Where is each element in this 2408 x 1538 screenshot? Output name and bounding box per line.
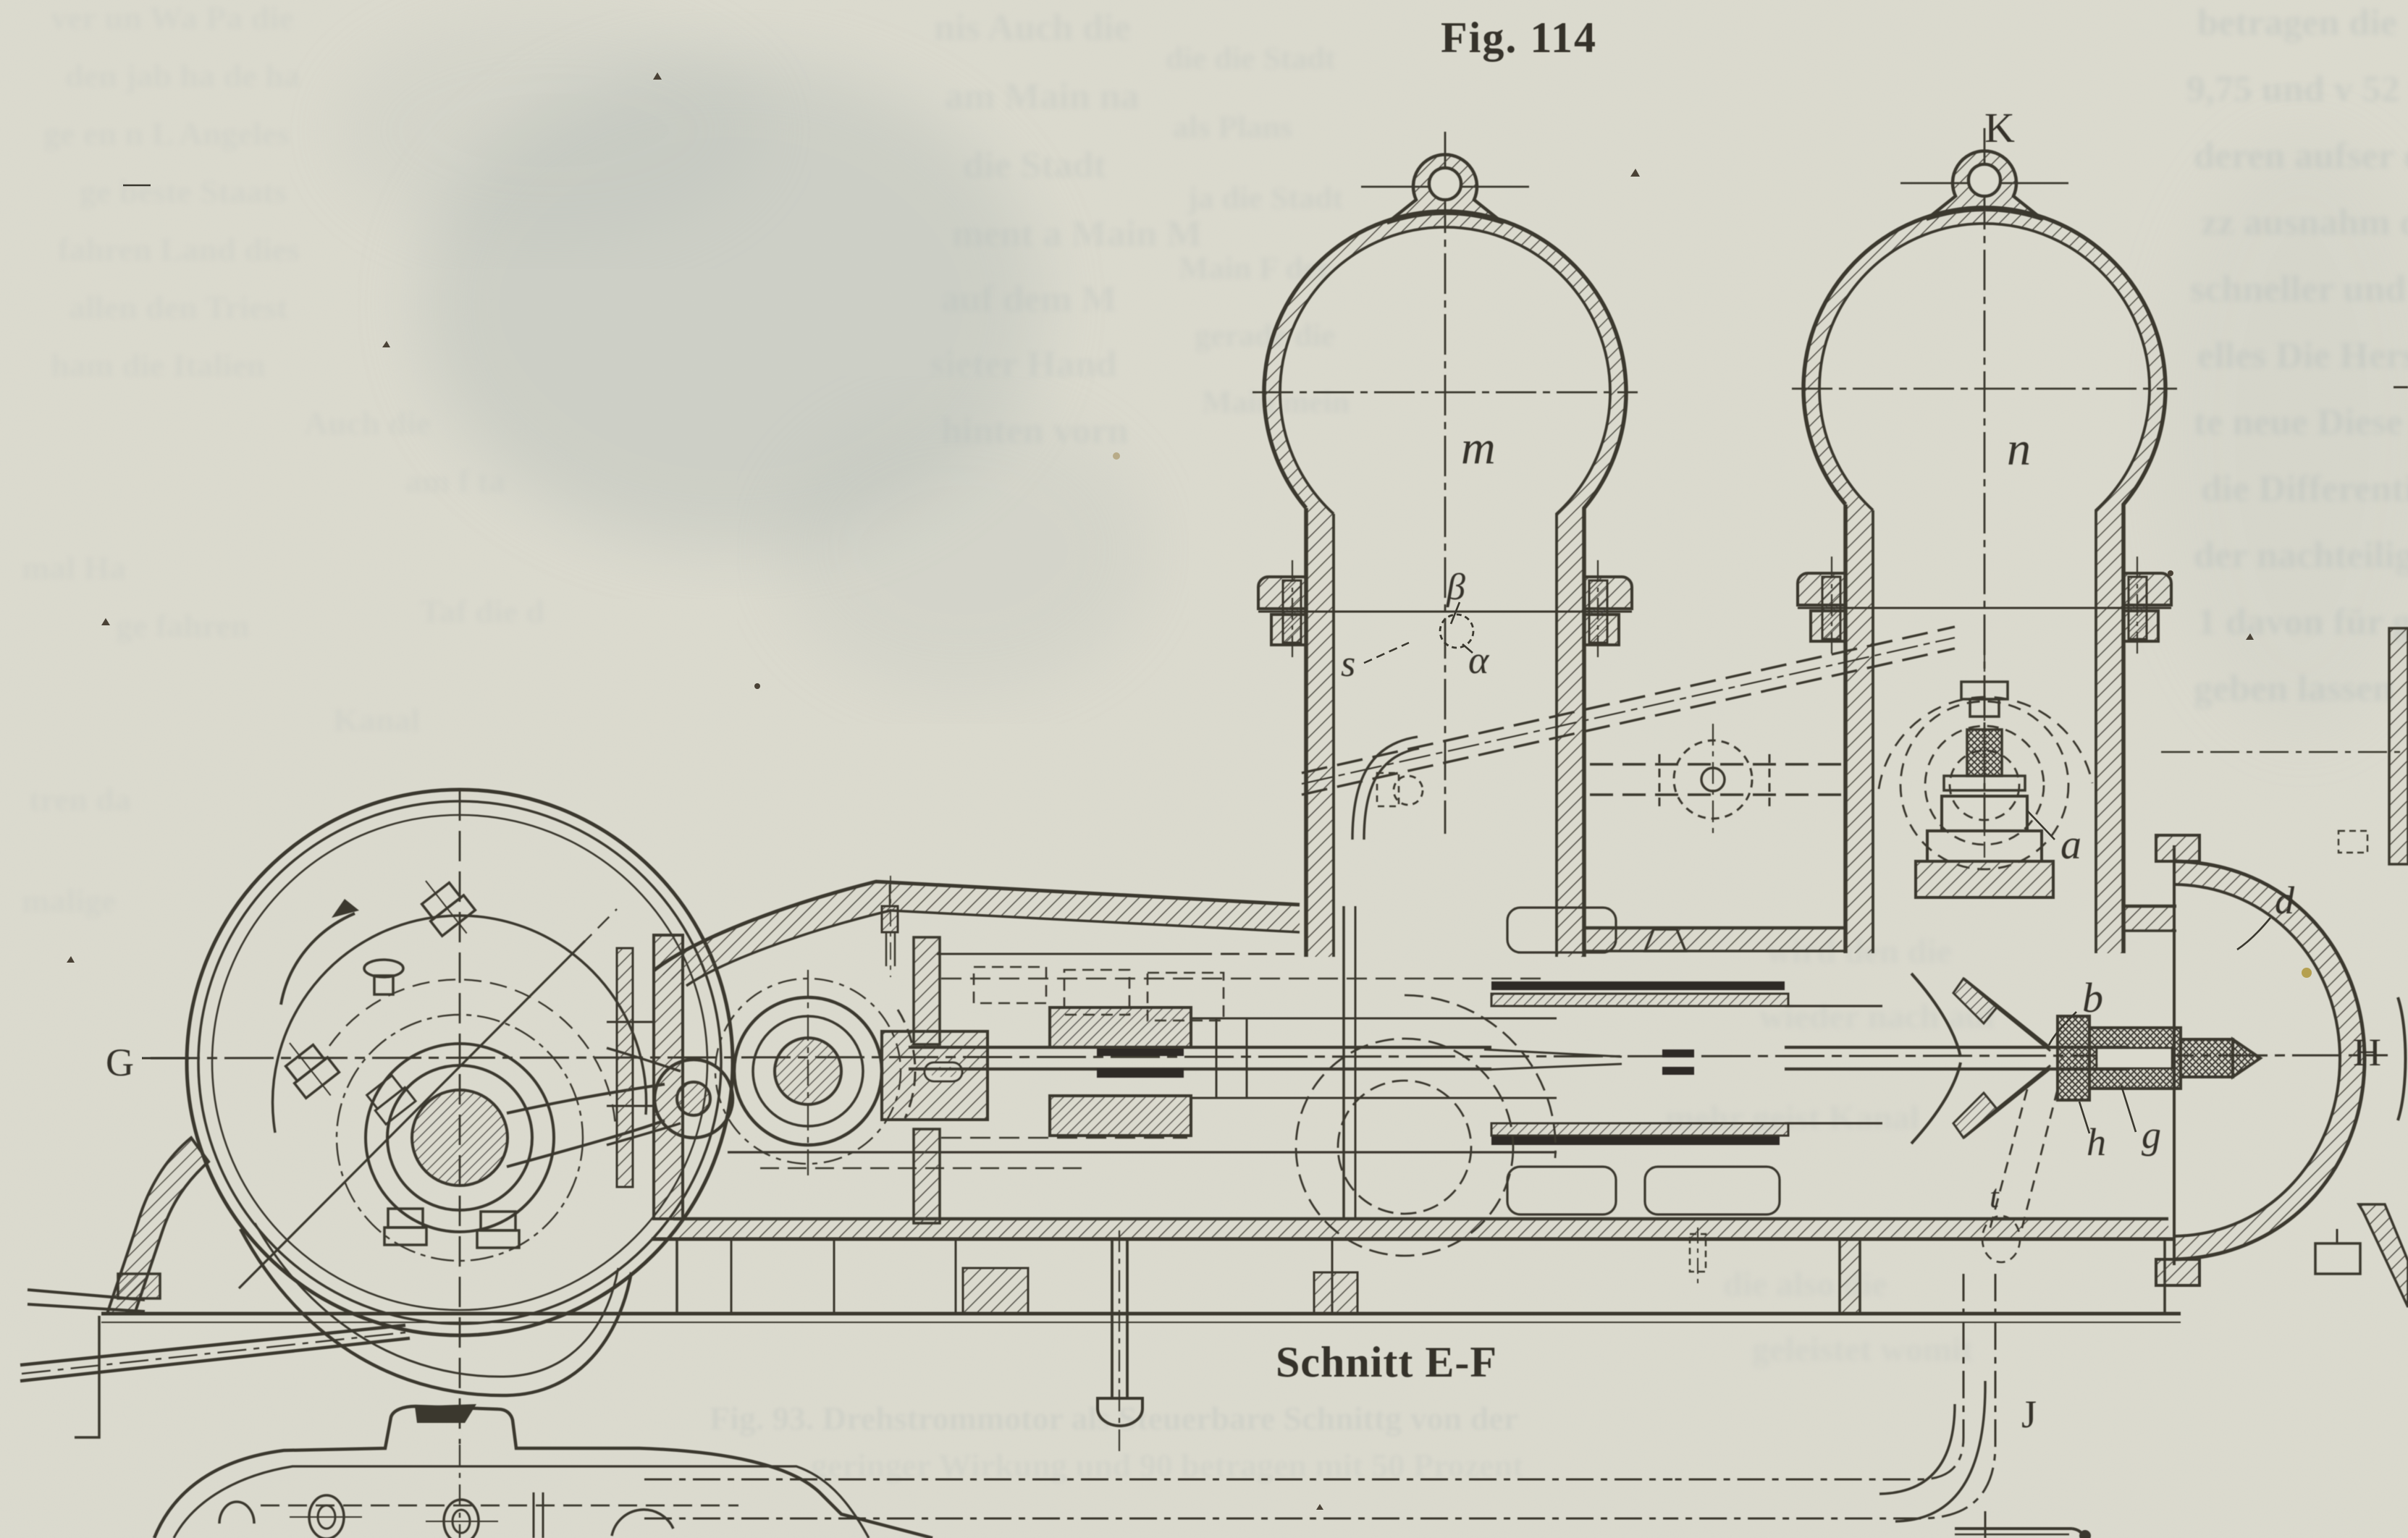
svg-text:der nachteilig: der nachteilig xyxy=(2194,535,2408,576)
svg-text:h: h xyxy=(2087,1120,2106,1164)
svg-text:ge beste Staats: ge beste Staats xyxy=(80,173,287,210)
svg-text:die Stadt: die Stadt xyxy=(963,145,1107,186)
svg-text:gerade die: gerade die xyxy=(1195,318,1335,353)
svg-text:G: G xyxy=(106,1041,134,1084)
svg-text:1 davon für ge: 1 davon für ge xyxy=(2197,601,2408,643)
svg-text:b: b xyxy=(2082,974,2103,1021)
svg-text:d: d xyxy=(2275,879,2295,922)
svg-text:malige: malige xyxy=(22,882,116,919)
svg-text:s: s xyxy=(1341,643,1355,685)
svg-text:ver un Wa Pa die: ver un Wa Pa die xyxy=(51,0,294,36)
svg-text:nis Auch die: nis Auch die xyxy=(934,7,1131,48)
svg-text:9,75 und v 52 wel: 9,75 und v 52 wel xyxy=(2186,69,2408,110)
svg-text:H: H xyxy=(2353,1031,2381,1074)
svg-text:t: t xyxy=(1990,1178,2000,1214)
svg-text:g: g xyxy=(2142,1113,2161,1157)
svg-text:auf dem M: auf dem M xyxy=(941,279,1117,320)
svg-text:K: K xyxy=(1984,104,2015,151)
svg-text:am Main na: am Main na xyxy=(945,76,1140,117)
svg-text:betragen die: betragen die xyxy=(2197,2,2397,43)
svg-text:Fig. 93. Drehstrommotor als: Fig. 93. Drehstrommotor als Steuerbare S… xyxy=(710,1400,1518,1437)
svg-text:geringer Wirkung und 90 be: geringer Wirkung und 90 betragen mit 50 … xyxy=(811,1447,1524,1484)
svg-text:Kanal: Kanal xyxy=(333,701,420,738)
svg-text:ge fahren: ge fahren xyxy=(116,607,249,644)
svg-text:sieter Hand: sieter Hand xyxy=(930,344,1117,385)
svg-text:mal Ha: mal Ha xyxy=(22,549,126,586)
svg-text:schneller und d: schneller und d xyxy=(2190,269,2408,310)
svg-text:zz ausnahm das: zz ausnahm das xyxy=(2201,202,2408,243)
svg-text:allen den Triest: allen den Triest xyxy=(69,289,288,326)
svg-text:Schnitt E-F: Schnitt E-F xyxy=(1276,1338,1497,1386)
svg-text:fahren Land dies: fahren Land dies xyxy=(58,231,300,268)
svg-text:wieder nach auf: wieder nach auf xyxy=(1759,997,1997,1036)
svg-text:J: J xyxy=(2021,1393,2037,1436)
svg-text:ment a Main M: ment a Main M xyxy=(952,214,1202,255)
svg-text:Taf die d: Taf die d xyxy=(420,593,545,630)
svg-text:β: β xyxy=(1446,567,1465,608)
svg-text:Auch die: Auch die xyxy=(304,405,431,441)
svg-text:n: n xyxy=(2007,423,2031,476)
svg-text:die also die: die also die xyxy=(1723,1265,1887,1304)
svg-text:α: α xyxy=(1468,638,1490,682)
svg-text:die die Stadt: die die Stadt xyxy=(1166,41,1336,76)
svg-text:elles Die Herstell: elles Die Herstell xyxy=(2197,335,2408,376)
svg-text:Fig. 114: Fig. 114 xyxy=(1441,14,1597,62)
svg-text:tren da: tren da xyxy=(29,781,131,818)
svg-text:geleistet womit: geleistet womit xyxy=(1752,1330,1973,1369)
svg-text:ja die Stadt: ja die Stadt xyxy=(1187,180,1343,216)
svg-text:als Plans: als Plans xyxy=(1173,109,1292,145)
svg-text:geben lassen: geben lassen xyxy=(2194,668,2394,709)
svg-text:m: m xyxy=(1461,421,1496,474)
svg-text:den jab ha de ha: den jab ha de ha xyxy=(65,57,300,94)
svg-text:hinten vorn: hinten vorn xyxy=(941,410,1129,452)
svg-text:deren aufser da: deren aufser da xyxy=(2194,135,2408,177)
svg-text:te neue Diese D: te neue Diese D xyxy=(2194,402,2408,443)
svg-text:die Differential: die Differential xyxy=(2201,468,2408,510)
svg-text:ge en n L Angeles: ge en n L Angeles xyxy=(43,115,290,152)
svg-text:ham die Italien: ham die Italien xyxy=(51,347,265,384)
svg-text:a: a xyxy=(2060,821,2081,868)
svg-text:am f ta: am f ta xyxy=(405,462,505,499)
